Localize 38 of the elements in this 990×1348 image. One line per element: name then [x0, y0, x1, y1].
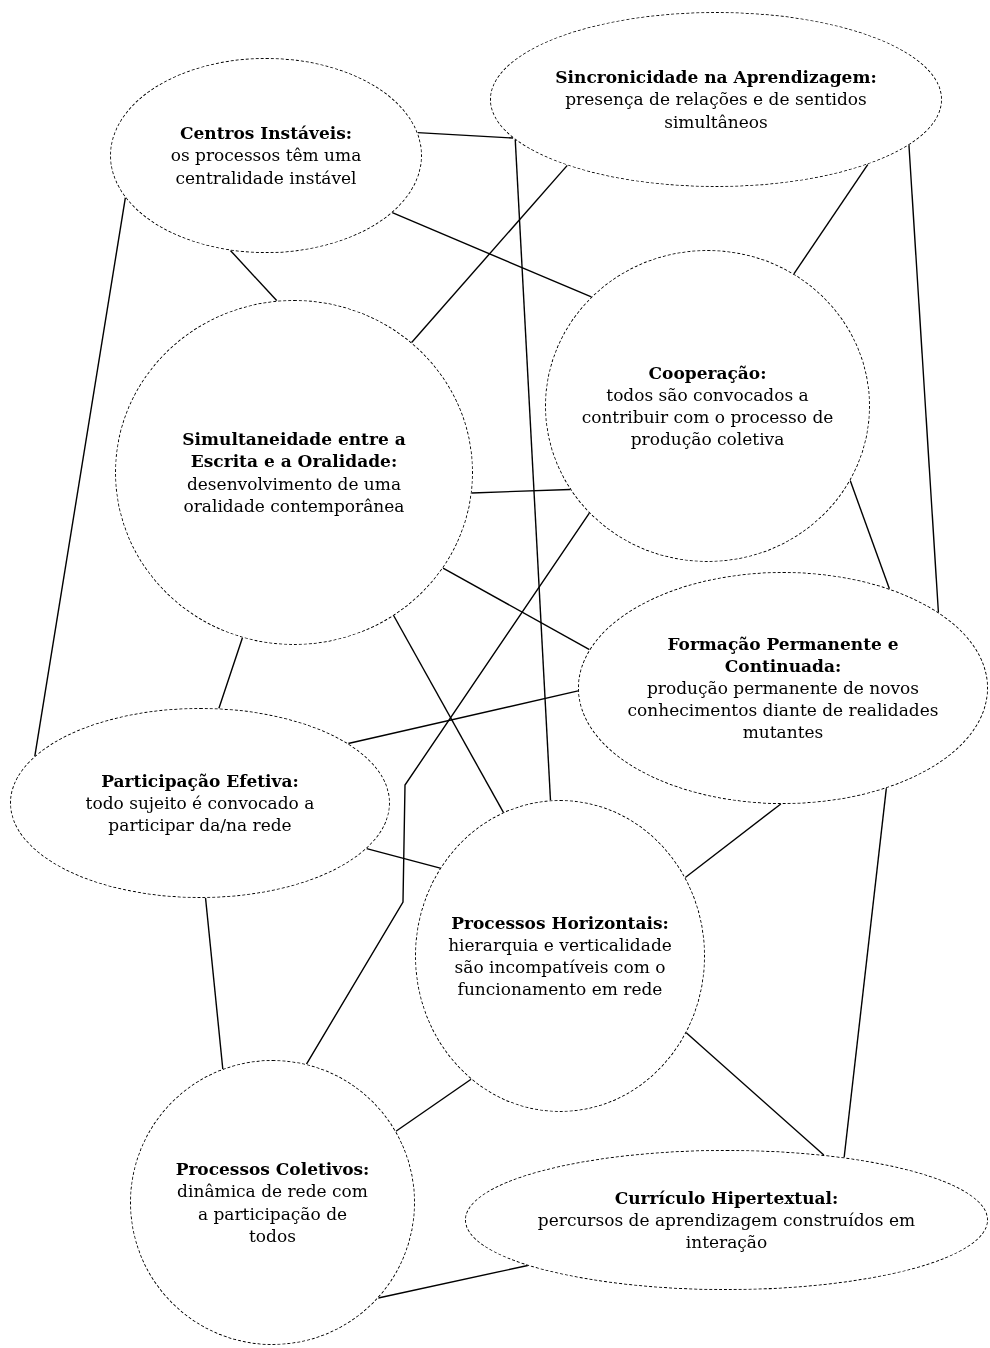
connector-line: [229, 249, 278, 302]
connector-line: [204, 897, 224, 1070]
concept-description: todos são convocados a contribuir com o processo de produção coletiva: [580, 383, 835, 451]
concept-description: hierarquia e verticalidade são incompatíveis com o funcionamento em rede: [447, 933, 673, 1001]
connector-line: [685, 1032, 825, 1156]
connector-line: [684, 803, 782, 879]
concept-heading: Sincronicidade na Aprendizagem:: [554, 66, 878, 89]
concept-description: presença de relações e de sentidos simultâneos: [564, 88, 868, 133]
connector-line: [843, 787, 888, 1159]
connector-line: [395, 1078, 472, 1132]
connector-line: [849, 479, 891, 590]
connector-line: [793, 163, 869, 275]
concept-heading: Simultaneidade entre a Escrita e a Oralidade:: [181, 428, 407, 473]
concept-heading: Processos Coletivos:: [174, 1158, 371, 1181]
concept-heading: Formação Permanente e Continuada:: [666, 632, 900, 677]
connector-line: [908, 144, 940, 614]
concept-heading: Centros Instáveis:: [178, 122, 354, 145]
connector-line: [377, 1264, 529, 1299]
concept-description: percursos de aprendizagem construídos em interação: [536, 1208, 917, 1254]
connector-line: [393, 615, 505, 814]
concept-description: desenvolvimento de uma oralidade contemporânea: [182, 472, 406, 517]
connector-line: [305, 512, 590, 1065]
connector-line: [514, 139, 552, 802]
concept-heading: Participação Efetiva:: [100, 769, 300, 792]
connector-line: [442, 567, 591, 651]
connector-line: [347, 690, 579, 745]
concept-description: todo sujeito é convocado a participar da/na rede: [84, 791, 316, 837]
concept-description: produção permanente de novos conhecimentos diante de realidades mutantes: [626, 676, 940, 744]
connector-line: [34, 197, 127, 757]
concept-description: os processos têm uma centralidade instável: [169, 144, 363, 189]
connector-line: [218, 637, 244, 710]
connector-line: [410, 164, 568, 344]
concept-heading: Processos Horizontais:: [450, 911, 670, 934]
connector-line: [366, 847, 441, 869]
concept-heading: Cooperação:: [647, 361, 768, 384]
connector-line: [471, 488, 571, 494]
concept-description: dinâmica de rede com a participação de todos: [176, 1180, 369, 1247]
concept-heading: Currículo Hipertextual:: [613, 1186, 840, 1209]
